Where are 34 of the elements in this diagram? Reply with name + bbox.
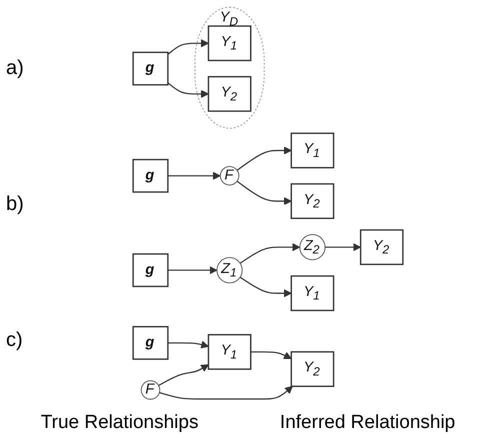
arrow bbox=[236, 146, 292, 171]
column-caption: Inferred Relationship bbox=[280, 412, 456, 434]
panel-label: a) bbox=[6, 56, 25, 80]
arrow bbox=[159, 386, 293, 400]
node-box: g bbox=[132, 52, 169, 86]
node-box: Y$_{2}$ bbox=[290, 183, 334, 220]
arrow bbox=[325, 243, 361, 252]
node-box: Y$_{2}$ bbox=[290, 351, 334, 387]
node-circle: F bbox=[220, 166, 240, 186]
node-circle: F bbox=[140, 380, 160, 400]
node-box: Y$_{1}$ bbox=[290, 132, 334, 168]
arrow bbox=[250, 351, 292, 360]
arrow bbox=[168, 340, 209, 348]
arrow bbox=[158, 364, 209, 386]
node-box: g bbox=[132, 253, 169, 288]
panel-label: b) bbox=[6, 192, 25, 216]
node-box: g bbox=[132, 326, 169, 360]
node-box: Y$_{2}$ bbox=[208, 76, 252, 112]
node-box: g bbox=[132, 158, 169, 193]
arrow bbox=[168, 266, 218, 274]
arrow bbox=[168, 39, 209, 55]
panel-label: c) bbox=[6, 328, 24, 352]
node-box: Y$_{1}$ bbox=[290, 275, 334, 312]
node-box: Y$_{1}$ bbox=[208, 25, 252, 62]
node-box: Y$_{1}$ bbox=[208, 334, 252, 370]
arrow bbox=[168, 82, 209, 98]
column-caption: True Relationships bbox=[40, 412, 198, 434]
arrow bbox=[236, 180, 292, 206]
arrow bbox=[240, 243, 300, 264]
node-circle: Z$_{2}$ bbox=[299, 234, 326, 260]
node-circle: Z$_{1}$ bbox=[216, 257, 243, 284]
node-box: Y$_{2}$ bbox=[360, 229, 404, 266]
arrow bbox=[168, 172, 221, 180]
arrow bbox=[240, 276, 292, 298]
